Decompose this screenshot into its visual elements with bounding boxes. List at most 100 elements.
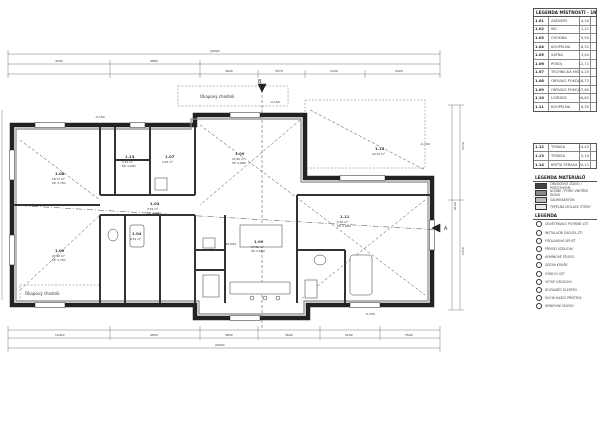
symbol-icon [536,286,542,293]
symbol-label: ROZVADĚČ ELEKTRO [545,287,578,292]
room-id: 1.14 [375,146,385,151]
room-id: 1.13 [125,154,135,159]
room-name: KOUPELNA [551,104,571,109]
room-floor: ŠP: 2,60m [147,210,162,215]
symbol-label: INSTALAČNÍ ŠACHTA ZTI [545,230,583,235]
dim-bottom: 4850 [150,333,158,337]
room-area: 4,25 m² [162,160,173,164]
room-labels: B A Okapový chodník Okapový chodník 1.08… [25,49,465,347]
symbol-item: ODVĚTRÁVACÍ POTRUBÍ VZT [533,220,597,228]
dim-side: 9160 [453,202,457,210]
room-id: 1.07 [165,154,175,159]
room-floor: ŠP: 2,75m [52,257,67,262]
symbol-label: KOMÍNOVÉ TĚLESO [545,255,575,260]
terrace-label-top: Okapový chodník [200,94,235,99]
room-area: 3,44 [579,51,589,59]
symbol-item: VSTUP VZDUCHU [533,278,597,286]
room-area: 8,52 m² [130,237,141,241]
room-id: 1.03 [150,201,160,206]
dim-side: 5150 [461,142,465,150]
symbol-icon [536,278,542,285]
room-number: 1.11 [534,102,549,111]
room-number: 1.02 [534,25,549,34]
floor-plan-drawing: B A Okapový chodník Okapový chodník 1.08… [1,49,465,352]
material-item: SÁDROKARTON [533,196,597,203]
unit-cell [590,25,596,34]
unit-cell [590,59,596,68]
room-area: 24,12 [578,160,589,169]
dim-bottom: 4100 [345,333,353,337]
room-area: 9,59 m² [147,207,158,211]
room-name: LOŽNICE [551,96,567,101]
symbol-label: VSTUP VZDUCHU [545,279,572,284]
unit-cell [590,68,596,77]
material-label: OBVODOVÉ ZDIVO / POROTHERM [550,181,582,190]
symbols-list: ODVĚTRÁVACÍ POTRUBÍ VZT INSTALAČNÍ ŠACHTA… [533,220,597,310]
room-area: 8,52 [579,42,589,51]
unit-cell [590,42,596,51]
symbol-item: VÝDECH VZT [533,269,597,277]
dim-side: 2350 [461,247,465,255]
dim-bottom: 12410 [55,333,65,337]
room-area: 5,10 [579,152,589,160]
symbol-label: VENKOVNÍ ODVOD [545,304,574,309]
section-marker-a: A [444,226,448,232]
room-name: CHODBA [551,35,567,40]
room-name: ŠATNA [551,53,563,58]
room-floor: ŠP: 2,60m [337,223,352,228]
room-area: 18,73 m² [52,177,65,181]
symbol-item: KOMÍNOVÉ TĚLESO [533,253,597,261]
room-id: 1.08 [55,171,65,176]
symbols-title: LEGENDA [533,212,597,221]
symbol-label: RUČNÍ HASICÍ PŘÍSTROJ [545,296,582,301]
material-swatch [535,190,547,196]
room-area: 27,60 m² [232,157,245,161]
room-area: 4,25 [579,68,589,77]
symbol-icon [536,262,542,269]
material-item: OBVODOVÉ ZDIVO / POROTHERM [533,181,597,190]
dim-top: 4250 [55,59,63,63]
room-name: OBÝVACÍ POKOJ [551,87,579,92]
room-id: 1.11 [340,214,350,219]
material-label: SÁDROKARTON [550,197,575,202]
unit-cell [590,152,596,160]
room-area: 9,59 [579,34,589,42]
symbol-icon [536,229,542,236]
materials-legend: LEGENDA MATERIÁLŮ OBVODOVÉ ZDIVO / POROT… [533,174,597,210]
material-item: TEPELNÁ IZOLACE STĚNY [533,203,597,210]
room-area: 24,12 m² [372,152,385,156]
level-label: -0,150 [365,312,375,316]
room-floor: ŠP: 2,60m [122,163,137,168]
level-label: -0,150 [95,115,105,119]
room-number: 1.12 [534,143,549,152]
unit-cell [590,17,596,25]
symbol-label: PŘÍVOD VZDUCHU [545,246,574,251]
material-label: TEPELNÁ IZOLACE STĚNY [550,204,591,209]
rooms-table-title: LEGENDA MÍSTNOSTÍ - 1NP [534,10,596,17]
dim-bottom: 3600 [285,333,293,337]
room-area: 4,34 [579,17,589,25]
dim-top: 3570 [275,69,283,73]
material-label: NOSNÉ / PORO VNITŘNÍ ZDIVO [550,188,588,197]
unit-cell [590,77,596,85]
symbol-icon [536,270,542,277]
room-number: 1.05 [534,51,549,59]
symbol-label: ODVĚTRÁVACÍ POTRUBÍ VZT [545,222,589,227]
symbol-item: ODTAH KOUŘE [533,261,597,269]
room-number: 1.09 [534,85,549,94]
material-swatch [535,197,547,203]
room-name: TECHNICKÁ MÍSTNOST [551,70,579,75]
